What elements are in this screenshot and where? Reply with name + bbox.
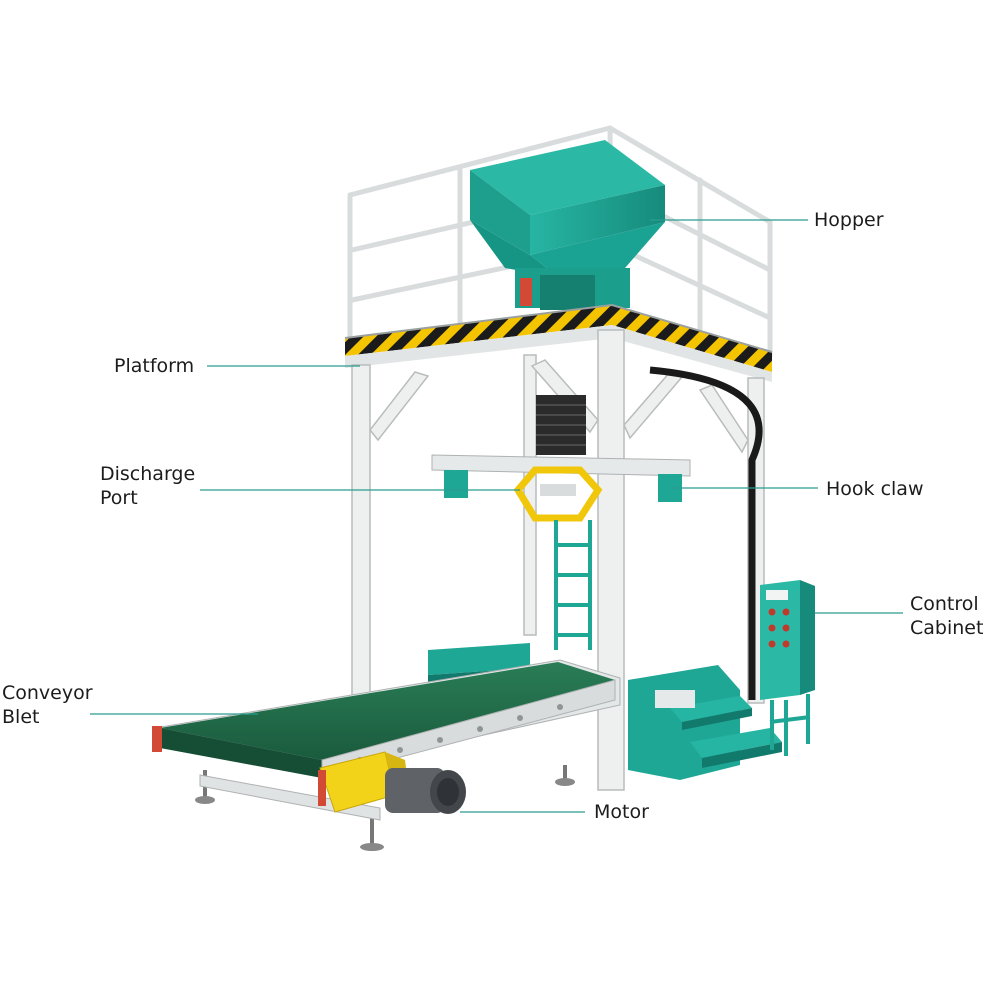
- control-cabinet: [760, 580, 815, 756]
- label-discharge-port-line1: Discharge: [100, 463, 196, 485]
- label-conveyor-belt-line2: Blet: [2, 706, 40, 728]
- ladder: [554, 520, 592, 650]
- label-conveyor-belt: Conveyor Blet: [2, 681, 93, 729]
- label-hopper: Hopper: [814, 209, 884, 231]
- label-motor: Motor: [594, 801, 649, 823]
- label-control-cabinet-line2: Cabinet: [910, 617, 984, 639]
- leader-lines: [90, 219, 903, 813]
- motor-unit: [318, 751, 466, 814]
- discharge-assembly: [431, 395, 691, 522]
- label-discharge-port-line2: Port: [100, 487, 138, 509]
- support-frame: [351, 329, 765, 791]
- label-discharge-port: Discharge Port: [100, 462, 195, 510]
- label-conveyor-belt-line1: Conveyor: [2, 682, 93, 704]
- label-platform: Platform: [114, 355, 195, 377]
- conveyor-belt: [152, 659, 621, 851]
- hose: [649, 366, 763, 700]
- steps: [628, 665, 782, 780]
- label-control-cabinet: Control Cabinet: [910, 592, 983, 640]
- label-hook-claw: Hook claw: [826, 478, 924, 500]
- hopper-body: [470, 140, 665, 310]
- label-control-cabinet-line1: Control: [910, 593, 979, 615]
- platform-deck: [344, 303, 773, 382]
